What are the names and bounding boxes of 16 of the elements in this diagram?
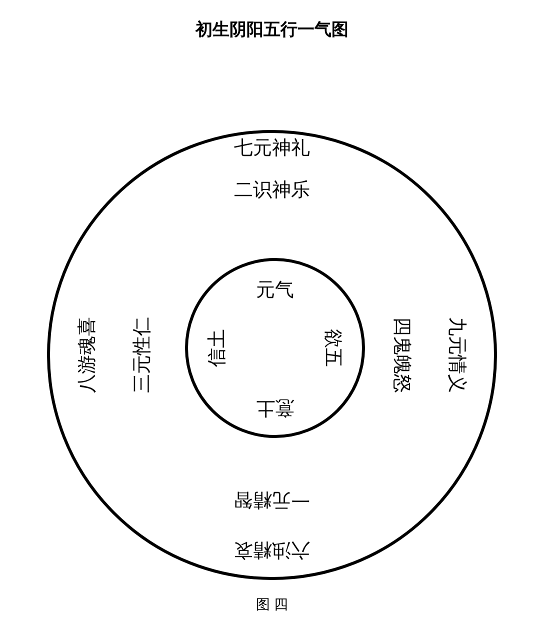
- circle-label: 欲五: [322, 329, 344, 367]
- circle-label: 三元性仁: [131, 317, 153, 393]
- ring-circle: [47, 130, 497, 580]
- circle-label: 七元神礼: [234, 137, 310, 159]
- circle-label: 一元精智: [234, 489, 310, 511]
- figure-caption: 图 四: [254, 596, 290, 614]
- circle-label: 信土: [206, 329, 228, 367]
- circle-label: 八游魂喜: [76, 317, 98, 393]
- circle-label: 二识神乐: [234, 179, 310, 201]
- circle-label: 意土: [256, 397, 294, 419]
- circle-label: 四鬼魄怒: [391, 317, 413, 393]
- circle-label: 元气: [256, 279, 294, 301]
- circle-label: 九元情义: [446, 317, 468, 393]
- diagram-title: 初生阴阳五行一气图: [194, 19, 350, 41]
- ring-circle: [185, 258, 365, 438]
- circle-label: 六浊精哀: [234, 539, 310, 561]
